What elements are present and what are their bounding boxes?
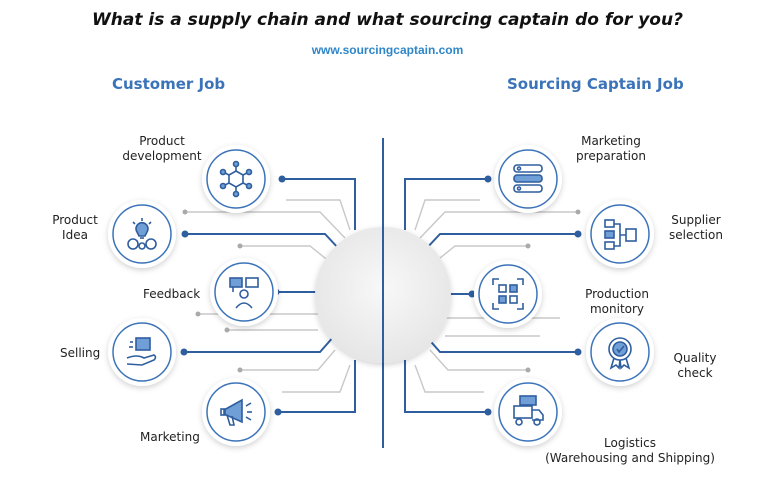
node-feedback bbox=[210, 258, 278, 326]
left-connectors bbox=[180, 175, 356, 416]
node-marketing bbox=[202, 378, 270, 446]
customer-job-heading: Customer Job bbox=[112, 75, 226, 93]
stacked-layers-icon bbox=[513, 164, 543, 193]
connector-selling bbox=[184, 334, 336, 353]
gear-network-icon bbox=[219, 160, 253, 198]
connector-product-idea bbox=[185, 233, 341, 251]
node-logistics bbox=[494, 378, 562, 446]
connector-supplier-selection bbox=[424, 233, 578, 251]
megaphone-icon bbox=[220, 398, 252, 426]
connector-logistics bbox=[404, 360, 488, 413]
quality-badge-icon bbox=[608, 337, 632, 370]
label-selling: Selling bbox=[60, 346, 101, 360]
label-marketing: Marketing bbox=[140, 430, 200, 444]
label-logistics: Logistics(Warehousing and Shipping) bbox=[545, 436, 715, 465]
node-supplier-selection bbox=[586, 200, 654, 268]
left-icon-nodes bbox=[108, 145, 278, 446]
node-marketing-preparation bbox=[494, 145, 562, 213]
qr-scan-icon bbox=[492, 278, 524, 310]
right-icon-nodes bbox=[474, 145, 654, 446]
label-feedback: Feedback bbox=[143, 287, 201, 301]
connector-product-development bbox=[282, 178, 356, 230]
supplier-tree-icon bbox=[604, 219, 637, 250]
node-quality-check bbox=[586, 318, 654, 386]
connector-marketing-preparation bbox=[404, 178, 488, 230]
truck-boxes-icon bbox=[513, 395, 544, 426]
right-connectors bbox=[404, 175, 582, 416]
hand-box-icon bbox=[126, 337, 157, 366]
node-selling bbox=[108, 318, 176, 386]
page-title: What is a supply chain and what sourcing… bbox=[92, 10, 683, 30]
lightbulb-gears-icon bbox=[127, 218, 157, 250]
node-product-development bbox=[202, 145, 270, 213]
presenter-feedback-icon bbox=[229, 277, 259, 309]
node-production-monitory bbox=[474, 260, 542, 328]
sourcing-captain-job-heading: Sourcing Captain Job bbox=[507, 75, 684, 93]
connector-quality-check bbox=[424, 334, 578, 353]
node-product-idea bbox=[108, 200, 176, 268]
website-url[interactable]: www.sourcingcaptain.com bbox=[311, 43, 464, 57]
connector-marketing bbox=[278, 360, 356, 413]
